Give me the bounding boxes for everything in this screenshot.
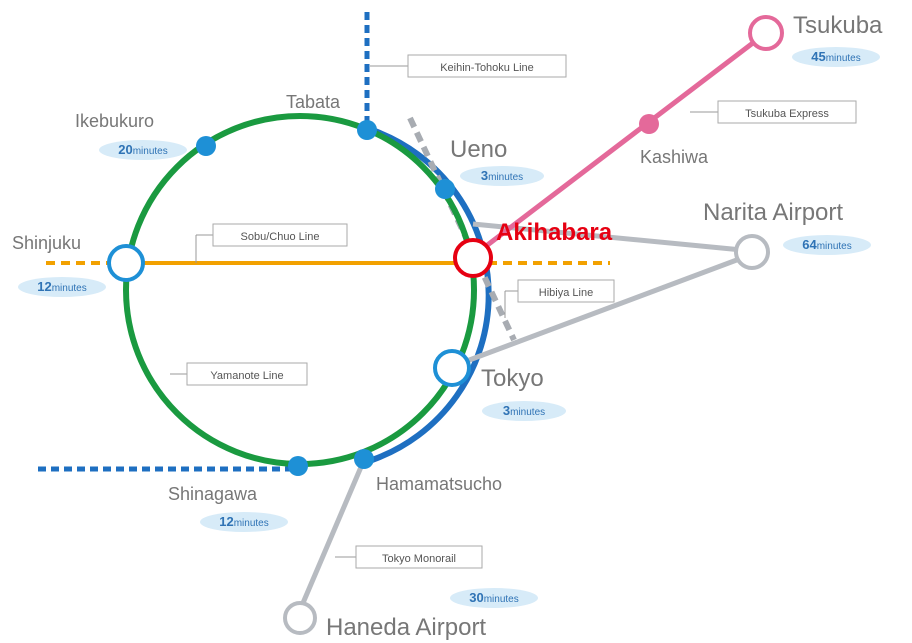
svg-text:3minutes: 3minutes — [481, 168, 523, 183]
station-dot-hamamatsucho — [354, 449, 374, 469]
tokyo-narita-link — [463, 255, 743, 365]
station-name-tokyo: Tokyo — [481, 365, 544, 392]
akihabara-narita-link — [472, 221, 743, 253]
time-badge-shinagawa: 12minutes — [200, 512, 288, 532]
time-badge-ikebukuro: 20minutes — [99, 140, 187, 160]
svg-text:Sobu/Chuo Line: Sobu/Chuo Line — [241, 231, 320, 243]
station-ring-narita — [734, 234, 770, 270]
svg-text:Tsukuba Express: Tsukuba Express — [745, 108, 829, 120]
station-dot-shinagawa — [288, 456, 308, 476]
time-badge-shinjuku: 12minutes — [18, 277, 106, 297]
svg-text:30minutes: 30minutes — [469, 590, 518, 605]
line-label-hibiya: Hibiya Line — [504, 279, 615, 318]
line-label-tokyo-monorail: Tokyo Monorail — [335, 545, 483, 569]
station-dot-ueno — [435, 179, 455, 199]
station-name-ueno: Ueno — [450, 136, 507, 163]
line-label-keihin-tohoku: Keihin-Tohoku Line — [370, 54, 567, 78]
svg-text:3minutes: 3minutes — [503, 403, 545, 418]
svg-text:64minutes: 64minutes — [802, 237, 851, 252]
line-label-sobu-chuo: Sobu/Chuo Line — [195, 223, 348, 263]
station-name-hamamatsucho: Hamamatsucho — [376, 474, 502, 494]
svg-text:Tokyo Monorail: Tokyo Monorail — [382, 553, 456, 565]
svg-text:12minutes: 12minutes — [219, 514, 268, 529]
station-ring-tsukuba — [748, 15, 784, 51]
svg-text:45minutes: 45minutes — [811, 49, 860, 64]
time-badge-haneda: 30minutes — [450, 588, 538, 608]
yamanote-line — [123, 113, 477, 467]
svg-text:12minutes: 12minutes — [37, 279, 86, 294]
time-badge-ueno: 3minutes — [460, 166, 544, 186]
svg-text:20minutes: 20minutes — [118, 142, 167, 157]
station-name-tabata: Tabata — [286, 92, 341, 112]
station-ring-tokyo — [433, 349, 471, 387]
station-name-kashiwa: Kashiwa — [640, 147, 709, 167]
keihin-tohoku-line — [370, 127, 492, 463]
line-label-tsukuba-express: Tsukuba Express — [690, 100, 857, 124]
svg-text:Yamanote Line: Yamanote Line — [210, 370, 283, 382]
station-name-haneda: Haneda Airport — [326, 614, 486, 641]
hibiya-line — [407, 116, 517, 342]
station-name-shinagawa: Shinagawa — [168, 484, 258, 504]
station-ring-haneda — [283, 601, 317, 635]
station-ring-akihabara — [453, 238, 493, 278]
station-dot-ikebukuro — [196, 136, 216, 156]
tsukuba-express-line — [471, 31, 768, 258]
tokyo-monorail-line — [297, 459, 367, 611]
station-dot-tabata — [357, 120, 377, 140]
station-name-tsukuba: Tsukuba — [793, 12, 883, 39]
time-badge-tokyo: 3minutes — [482, 401, 566, 421]
station-ring-shinjuku — [107, 244, 145, 282]
station-name-ikebukuro: Ikebukuro — [75, 111, 154, 131]
time-badge-tsukuba: 45minutes — [792, 47, 880, 67]
station-name-narita: Narita Airport — [703, 199, 843, 226]
line-label-yamanote: Yamanote Line — [170, 362, 308, 386]
station-name-akihabara: Akihabara — [496, 219, 613, 246]
station-name-shinjuku: Shinjuku — [12, 233, 81, 253]
time-badge-narita: 64minutes — [783, 235, 871, 255]
station-dot-kashiwa — [639, 114, 659, 134]
svg-text:Keihin-Tohoku Line: Keihin-Tohoku Line — [440, 62, 534, 74]
svg-text:Hibiya Line: Hibiya Line — [539, 287, 593, 299]
